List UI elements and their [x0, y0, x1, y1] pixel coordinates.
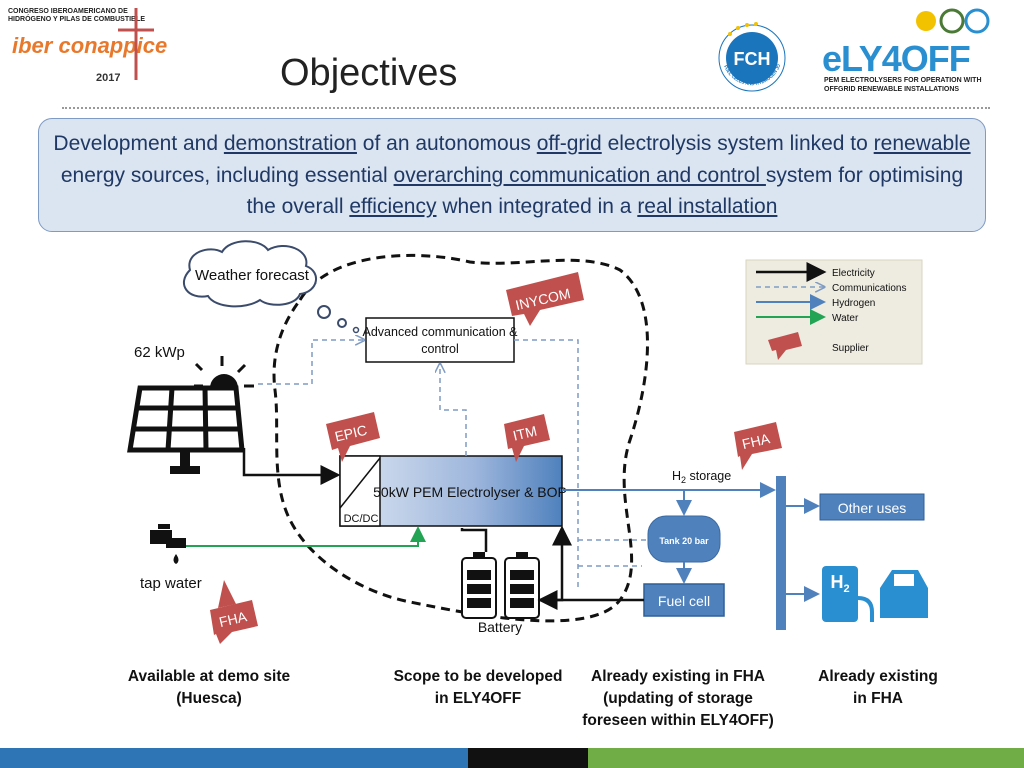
legend-supplier: Supplier	[832, 343, 869, 354]
battery-label: Battery	[478, 619, 522, 635]
dcdc-box	[339, 455, 381, 527]
supplier-flag-itm: ITM	[504, 414, 550, 462]
ely4off-logo-name: eLY4OFF	[822, 38, 971, 79]
fch-logo-text: FCH	[734, 49, 771, 69]
caption-fha-storage-2: (updating of storage	[603, 690, 753, 707]
title-divider	[62, 107, 990, 109]
caption-fha-storage-1: Already existing in FHA	[591, 668, 765, 685]
pv-power-label: 62 kWp	[134, 344, 185, 361]
supplier-fha-top-label: FHA	[740, 430, 772, 452]
fch-logo: FCH FUEL CELLS AND HYDROGEN JOINT UNDERT…	[712, 18, 786, 92]
weather-cloud-icon	[183, 240, 360, 334]
h2-refuelling-icon: H2	[822, 566, 928, 622]
footer-color-bar	[0, 748, 1024, 768]
supplier-flag-fha-bottom: FHA	[210, 580, 258, 644]
supplier-flag-epic: EPIC	[326, 412, 380, 462]
system-diagram: Weather forecast 62 kWp tap water Advanc…	[127, 240, 938, 729]
caption-demo-site-2: (Huesca)	[176, 690, 241, 707]
supplier-flag-inycom: INYCOM	[506, 272, 584, 326]
caption-fha-storage-3: foreseen within ELY4OFF)	[582, 712, 774, 729]
battery-icon	[461, 552, 540, 619]
organizer-logo-year: 2017	[96, 72, 121, 84]
organizer-logo-name: iber conappice	[12, 33, 168, 58]
caption-demo-site-1: Available at demo site	[128, 668, 291, 685]
comm-control-box	[365, 317, 515, 363]
legend-hydrogen: Hydrogen	[832, 298, 875, 309]
legend-electricity: Electricity	[832, 268, 875, 279]
legend-supplier-flag-icon	[768, 332, 802, 360]
tap-water-label: tap water	[140, 575, 202, 592]
h2-icon-label: H2	[830, 572, 849, 595]
legend: Electricity Communications Hydrogen Wate…	[745, 259, 923, 365]
weather-forecast-label: Weather forecast	[195, 267, 310, 284]
objective-box	[38, 118, 986, 232]
supplier-epic-label: EPIC	[333, 422, 368, 445]
caption-scope-1: Scope to be developed	[394, 668, 563, 685]
comm-control-label-2: control	[421, 342, 459, 356]
fuel-cell-label: Fuel cell	[658, 593, 710, 609]
caption-fha-1: Already existing	[818, 668, 938, 685]
supplier-fha-bottom-label: FHA	[217, 608, 249, 630]
slide-title: Objectives	[280, 52, 458, 94]
tank-label: Tank 20 bar	[659, 536, 709, 546]
legend-water: Water	[832, 313, 859, 324]
tap-water-icon	[150, 524, 186, 564]
other-uses-label: Other uses	[838, 500, 906, 516]
comm-control-label-1: Advanced communication &	[363, 325, 519, 339]
hydrogen-manifold	[776, 476, 786, 630]
dcdc-label: DC/DC	[344, 513, 379, 525]
objective-text: Development and demonstration of an auto…	[53, 132, 971, 218]
supplier-itm-label: ITM	[511, 423, 538, 444]
ely4off-icons	[916, 8, 990, 34]
cross-logo-icon	[118, 8, 154, 80]
caption-scope-2: in ELY4OFF	[435, 690, 521, 707]
legend-communications: Communications	[832, 283, 906, 294]
scope-boundary	[272, 253, 649, 623]
caption-fha-2: in FHA	[853, 690, 903, 707]
h2-storage-label: H2 storage	[672, 469, 731, 485]
electrolyser-label: 50kW PEM Electrolyser & BOP	[373, 484, 567, 500]
solar-panel-icon	[127, 356, 254, 474]
supplier-flag-fha-top: FHA	[734, 422, 782, 470]
organizer-logo-text: CONGRESO IBEROAMERICANO DE HIDRÓGENO Y P…	[8, 8, 146, 23]
other-uses-box	[819, 493, 925, 521]
ely4off-logo-subtitle: PEM ELECTROLYSERS FOR OPERATION WITH OFF…	[824, 77, 982, 93]
